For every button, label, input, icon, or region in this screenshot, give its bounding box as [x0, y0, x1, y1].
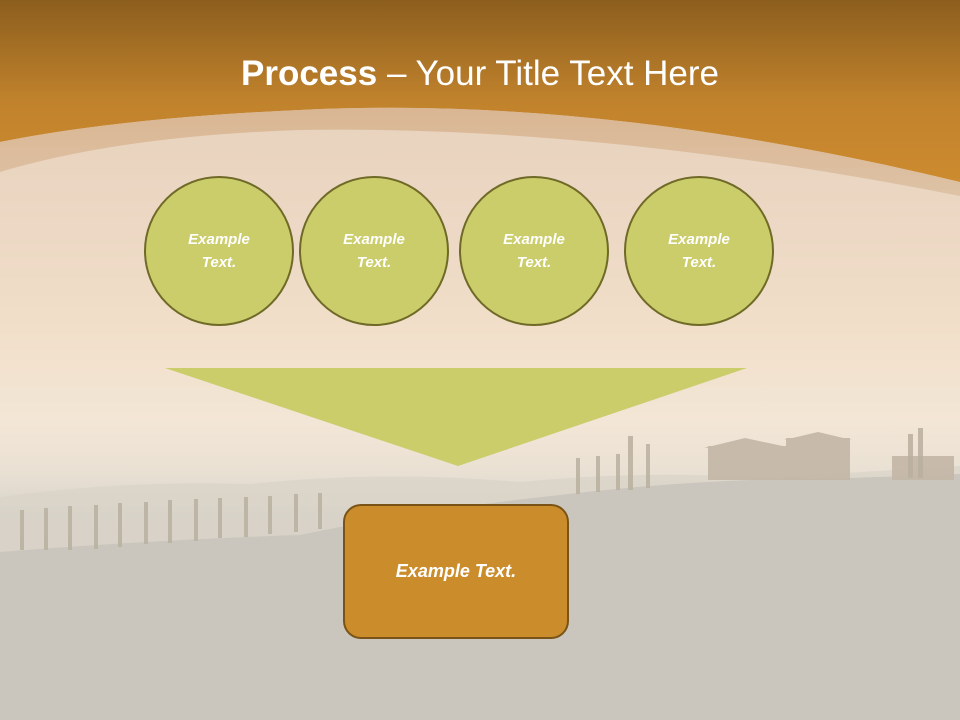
result-label: Example Text.: [395, 561, 517, 581]
title-bold: Process: [241, 54, 378, 93]
process-step-circle-3[interactable]: Example Text.: [459, 176, 609, 326]
process-step-label-4: Example Text.: [668, 231, 730, 271]
process-step-circle-2[interactable]: Example Text.: [299, 176, 449, 326]
page-title: Process – Your Title Text Here: [0, 52, 960, 96]
process-step-label-1: Example Text.: [188, 231, 250, 271]
header-band: [0, 0, 960, 182]
result-box[interactable]: Example Text.: [343, 504, 569, 639]
title-separator: –: [377, 54, 416, 93]
process-step-circle-4[interactable]: Example Text.: [624, 176, 774, 326]
cypress-trees: [20, 428, 923, 550]
downward-triangle-funnel-icon[interactable]: [165, 368, 747, 466]
process-step-circle-1[interactable]: Example Text.: [144, 176, 294, 326]
title-text: Your Title Text Here: [415, 54, 720, 93]
process-step-label-3: Example Text.: [503, 231, 565, 271]
header-arc-band: [0, 107, 960, 196]
process-step-label-2: Example Text.: [343, 231, 405, 271]
